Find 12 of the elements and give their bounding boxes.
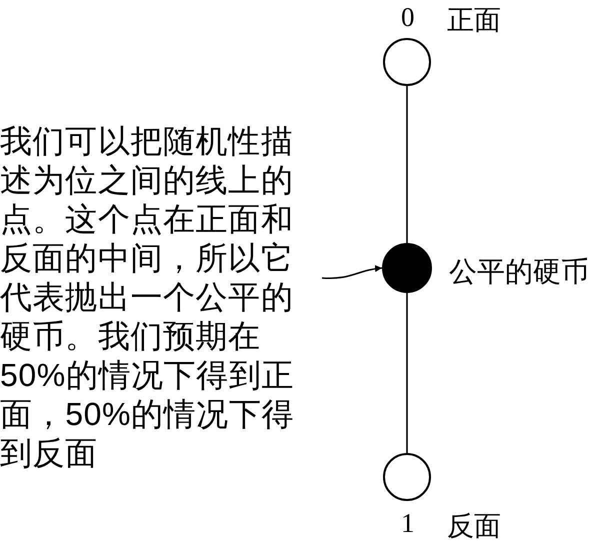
state-label: 正面: [447, 4, 501, 37]
description-text: 我们可以把随机性描述为位之间的线上的点。这个点在正面和反面的中间，所以它代表抛出一个公平的硬币。我们预期在50%的情况下得到正面，50%的情况下得到反面: [0, 122, 296, 473]
state-label: 公平的硬币: [449, 255, 589, 289]
state-circle: [383, 38, 431, 86]
connector-line: [406, 86, 408, 243]
state-label: 反面: [447, 510, 501, 543]
state-label: 0: [401, 2, 414, 33]
state-label: 1: [401, 508, 414, 539]
state-circle: [383, 453, 431, 501]
state-circle: [382, 243, 432, 293]
arrow: [322, 265, 382, 280]
connector-line: [406, 293, 408, 453]
